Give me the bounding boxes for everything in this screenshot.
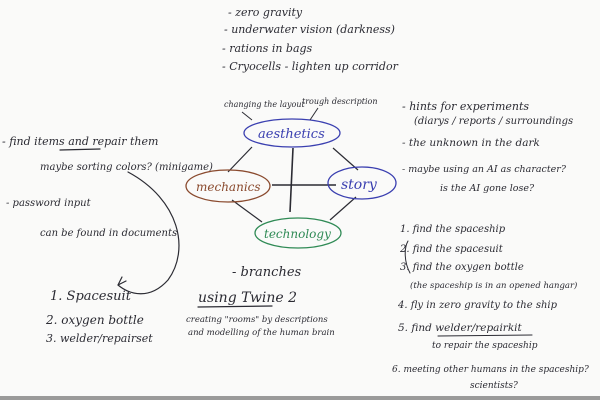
step-item: 3. find the oxygen bottle [400, 262, 524, 273]
mechanics-node-label: mechanics [196, 180, 261, 194]
left-list-item: 3. welder/repairset [46, 332, 153, 345]
top-list-item: - underwater vision (darkness) [224, 23, 395, 36]
left-notes: - find items and repair them maybe sorti… [2, 135, 213, 295]
ai-lose-note: is the AI gone lose? [440, 183, 535, 194]
aesthetics-node-label: aesthetics [258, 127, 325, 142]
using-twine-heading: using Twine 2 [198, 290, 297, 306]
technology-node-label: technology [264, 227, 331, 241]
unknown-dark-note: - the unknown in the dark [402, 137, 540, 149]
steps-list: 1. find the spaceship 2. find the spaces… [392, 224, 589, 391]
board-edge [0, 396, 600, 400]
step-item: 4. fly in zero gravity to the ship [397, 300, 558, 311]
story-node-outline [327, 166, 397, 200]
top-list-item: - Cryocells - lighten up corridor [222, 60, 399, 73]
branches-heading: - branches [232, 265, 302, 280]
bracket-mark [404, 240, 411, 274]
connector-arrow [117, 171, 180, 295]
step-underline [437, 334, 533, 337]
story-node-label: story [341, 177, 378, 193]
maybe-sorting-note: maybe sorting colors? (minigame) [40, 162, 213, 173]
find-items-underline [59, 148, 101, 151]
left-list-item: 1. Spacesuit [50, 289, 132, 304]
twine-note: and modelling of the human brain [188, 328, 335, 338]
maybe-ai-note: - maybe using an AI as character? [402, 164, 567, 175]
connector-line [241, 111, 253, 121]
connector-line [329, 196, 357, 221]
step-item: to repair the spaceship [432, 341, 538, 351]
step-item: 5. find welder/repairkit [398, 322, 523, 334]
connector-line [289, 147, 294, 213]
top-list-item: - rations in bags [222, 42, 313, 55]
password-input-note: - password input [6, 198, 92, 209]
step-item: 1. find the spaceship [400, 224, 506, 235]
step-item: scientists? [470, 381, 518, 391]
right-notes: - hints for experiments (diarys / report… [402, 100, 573, 194]
connector-line [309, 107, 319, 121]
left-list-item: 2. oxygen bottle [45, 313, 144, 327]
aesthetics-node-outline [243, 118, 341, 148]
hints-subnote: (diarys / reports / surroundings [414, 116, 573, 127]
hints-note: - hints for experiments [402, 100, 529, 113]
mechanics-node-outline [185, 169, 271, 203]
find-items-note: - find items and repair them [2, 135, 158, 148]
mind-map: aesthetics mechanics story technology ch… [185, 97, 397, 249]
step-item: (the spaceship is in an opened hangar) [410, 280, 577, 291]
technology-node-outline [254, 217, 342, 249]
arrowhead-icon [117, 276, 127, 286]
top-list: - zero gravity - underwater vision (dark… [222, 6, 399, 73]
step-item: 6. meeting other humans in the spaceship… [392, 365, 589, 375]
changing-layout-note: changing the layout [224, 100, 306, 109]
twine-note: creating "rooms" by descriptions [186, 315, 328, 325]
top-list-item: - zero gravity [228, 6, 303, 19]
connector-line [231, 199, 263, 223]
connector-line [227, 146, 253, 173]
connector-line [332, 147, 359, 171]
left-list: 1. Spacesuit 2. oxygen bottle 3. welder/… [45, 289, 153, 345]
twine-underline [197, 305, 273, 308]
step-item: 2. find the spacesuit [399, 244, 504, 255]
through-description-note: trough description [302, 97, 378, 106]
twine-section: - branches using Twine 2 creating "rooms… [186, 265, 335, 338]
found-in-documents-note: can be found in documents [40, 228, 177, 239]
